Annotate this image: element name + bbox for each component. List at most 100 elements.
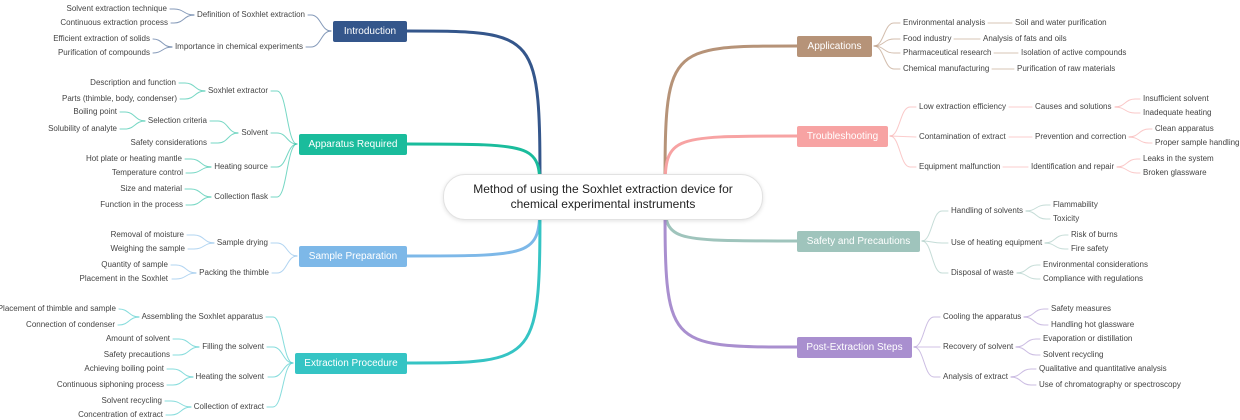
topic-collection-of-extract[interactable]: Collection of extract xyxy=(193,402,264,411)
topic-equipment-malfunction[interactable]: Equipment malfunction xyxy=(919,162,1001,171)
topic-concentration-of-extract[interactable]: Concentration of extract xyxy=(78,410,163,419)
topic-prevention-and-correction[interactable]: Prevention and correction xyxy=(1035,132,1127,141)
topic-placement-in-the-soxhlet[interactable]: Placement in the Soxhlet xyxy=(79,274,169,283)
topic-inadequate-heating[interactable]: Inadequate heating xyxy=(1143,108,1212,117)
topic-low-extraction-efficiency[interactable]: Low extraction efficiency xyxy=(919,102,1007,111)
topic-soxhlet-extractor[interactable]: Soxhlet extractor xyxy=(207,86,268,95)
connector-line xyxy=(186,234,215,244)
topic-fire-safety[interactable]: Fire safety xyxy=(1071,244,1109,253)
topic-placement-of-thimble-and-sample[interactable]: Placement of thimble and sample xyxy=(0,304,116,313)
topic-handling-hot-glassware[interactable]: Handling hot glassware xyxy=(1051,320,1135,329)
branch-apparatus-required[interactable]: Apparatus Required xyxy=(299,134,407,155)
topic-solvent-recycling[interactable]: Solvent recycling xyxy=(101,396,162,405)
topic-heating-the-solvent[interactable]: Heating the solvent xyxy=(195,372,265,381)
topic-assembling-the-soxhlet-apparatus[interactable]: Assembling the Soxhlet apparatus xyxy=(141,312,263,321)
branch-sample-preparation[interactable]: Sample Preparation xyxy=(299,246,407,267)
topic-parts-thimble-body-condenser[interactable]: Parts (thimble, body, condenser) xyxy=(61,94,177,103)
topic-purification-of-raw-materials[interactable]: Purification of raw materials xyxy=(1017,64,1116,73)
connector-line xyxy=(1010,368,1037,378)
topic-causes-and-solutions[interactable]: Causes and solutions xyxy=(1035,102,1112,111)
topic-clean-apparatus[interactable]: Clean apparatus xyxy=(1155,124,1214,133)
branch-applications[interactable]: Applications xyxy=(797,36,872,57)
topic-use-of-chromatography-or-spectroscopy[interactable]: Use of chromatography or spectroscopy xyxy=(1039,380,1181,389)
topic-amount-of-solvent[interactable]: Amount of solvent xyxy=(105,334,170,343)
topic-purification-of-compounds[interactable]: Purification of compounds xyxy=(57,48,150,57)
topic-evaporation-or-distillation[interactable]: Evaporation or distillation xyxy=(1043,334,1133,343)
topic-safety-precautions[interactable]: Safety precautions xyxy=(103,350,170,359)
topic-flammability[interactable]: Flammability xyxy=(1053,200,1098,209)
connector-line xyxy=(889,135,917,168)
topic-pharmaceutical-research[interactable]: Pharmaceutical research xyxy=(903,48,992,57)
connector-line xyxy=(921,240,949,274)
topic-food-industry[interactable]: Food industry xyxy=(903,34,952,43)
branch-post-extraction-steps[interactable]: Post-Extraction Steps xyxy=(797,337,912,358)
topic-solvent-recycling[interactable]: Solvent recycling xyxy=(1043,350,1104,359)
topic-recovery-of-solvent[interactable]: Recovery of solvent xyxy=(943,342,1014,351)
topic-environmental-considerations[interactable]: Environmental considerations xyxy=(1043,260,1148,269)
topic-filling-the-solvent[interactable]: Filling the solvent xyxy=(202,342,264,351)
topic-isolation-of-active-compounds[interactable]: Isolation of active compounds xyxy=(1021,48,1127,57)
connector-line xyxy=(172,338,200,348)
topic-use-of-heating-equipment[interactable]: Use of heating equipment xyxy=(951,238,1043,247)
topic-soil-and-water-purification[interactable]: Soil and water purification xyxy=(1015,18,1107,27)
topic-importance-in-chemical-experiments[interactable]: Importance in chemical experiments xyxy=(174,42,303,51)
topic-quantity-of-sample[interactable]: Quantity of sample xyxy=(101,260,168,269)
topic-continuous-siphoning-process[interactable]: Continuous siphoning process xyxy=(56,380,164,389)
topic-solvent-extraction-technique[interactable]: Solvent extraction technique xyxy=(66,4,167,13)
topic-achieving-boiling-point[interactable]: Achieving boiling point xyxy=(84,364,164,373)
topic-collection-flask[interactable]: Collection flask xyxy=(214,192,268,201)
topic-size-and-material[interactable]: Size and material xyxy=(120,184,182,193)
central-topic[interactable]: Method of using the Soxhlet extraction d… xyxy=(443,174,763,220)
topic-analysis-of-extract[interactable]: Analysis of extract xyxy=(943,372,1008,381)
topic-solubility-of-analyte[interactable]: Solubility of analyte xyxy=(48,124,117,133)
branch-extraction-procedure[interactable]: Extraction Procedure xyxy=(295,353,407,374)
topic-selection-criteria[interactable]: Selection criteria xyxy=(147,116,207,125)
topic-temperature-control[interactable]: Temperature control xyxy=(111,168,183,177)
connector-line xyxy=(210,132,239,144)
branch-safety-and-precautions[interactable]: Safety and Precautions xyxy=(797,231,920,252)
topic-connection-of-condenser[interactable]: Connection of condenser xyxy=(26,320,115,329)
topic-proper-sample-handling[interactable]: Proper sample handling xyxy=(1155,138,1240,147)
topic-chemical-manufacturing[interactable]: Chemical manufacturing xyxy=(903,64,990,73)
topic-removal-of-moisture[interactable]: Removal of moisture xyxy=(110,230,184,239)
topic-risk-of-burns[interactable]: Risk of burns xyxy=(1071,230,1118,239)
topic-insufficient-solvent[interactable]: Insufficient solvent xyxy=(1143,94,1209,103)
topic-analysis-of-fats-and-oils[interactable]: Analysis of fats and oils xyxy=(983,34,1067,43)
topic-continuous-extraction-process[interactable]: Continuous extraction process xyxy=(60,18,168,27)
connector-line xyxy=(270,132,298,145)
connector-line xyxy=(267,362,294,378)
topic-sample-drying[interactable]: Sample drying xyxy=(216,238,268,247)
connector-line xyxy=(179,90,206,100)
topic-function-in-the-process[interactable]: Function in the process xyxy=(100,200,183,209)
branch-introduction[interactable]: Introduction xyxy=(333,21,407,42)
topic-heating-source[interactable]: Heating source xyxy=(214,162,268,171)
connector-line xyxy=(164,400,192,408)
topic-identification-and-repair[interactable]: Identification and repair xyxy=(1031,162,1115,171)
topic-compliance-with-regulations[interactable]: Compliance with regulations xyxy=(1043,274,1144,283)
topic-efficient-extraction-of-solids[interactable]: Efficient extraction of solids xyxy=(53,34,150,43)
topic-environmental-analysis[interactable]: Environmental analysis xyxy=(903,18,986,27)
topic-qualitative-and-quantitative-analysis[interactable]: Qualitative and quantitative analysis xyxy=(1039,364,1167,373)
topic-boiling-point[interactable]: Boiling point xyxy=(73,107,117,116)
topic-broken-glassware[interactable]: Broken glassware xyxy=(1143,168,1207,177)
topic-leaks-in-the-system[interactable]: Leaks in the system xyxy=(1143,154,1214,163)
topic-toxicity[interactable]: Toxicity xyxy=(1053,214,1080,223)
connector-line xyxy=(178,82,206,92)
topic-safety-considerations[interactable]: Safety considerations xyxy=(130,138,208,147)
connector-line xyxy=(270,143,298,198)
topic-disposal-of-waste[interactable]: Disposal of waste xyxy=(951,268,1014,277)
topic-hot-plate-or-heating-mantle[interactable]: Hot plate or heating mantle xyxy=(85,154,182,163)
topic-handling-of-solvents[interactable]: Handling of solvents xyxy=(951,206,1024,215)
connector-line xyxy=(266,346,294,364)
topic-safety-measures[interactable]: Safety measures xyxy=(1051,304,1112,313)
topic-cooling-the-apparatus[interactable]: Cooling the apparatus xyxy=(943,312,1022,321)
branch-troubleshooting[interactable]: Troubleshooting xyxy=(797,126,888,147)
topic-definition-of-soxhlet-extraction[interactable]: Definition of Soxhlet extraction xyxy=(196,10,305,19)
connector-line xyxy=(152,46,173,54)
topic-solvent[interactable]: Solvent xyxy=(241,128,268,137)
connector-line xyxy=(172,346,200,356)
topic-description-and-function[interactable]: Description and function xyxy=(90,78,176,87)
topic-weighing-the-sample[interactable]: Weighing the sample xyxy=(110,244,185,253)
topic-contamination-of-extract[interactable]: Contamination of extract xyxy=(919,132,1006,141)
topic-packing-the-thimble[interactable]: Packing the thimble xyxy=(199,268,269,277)
